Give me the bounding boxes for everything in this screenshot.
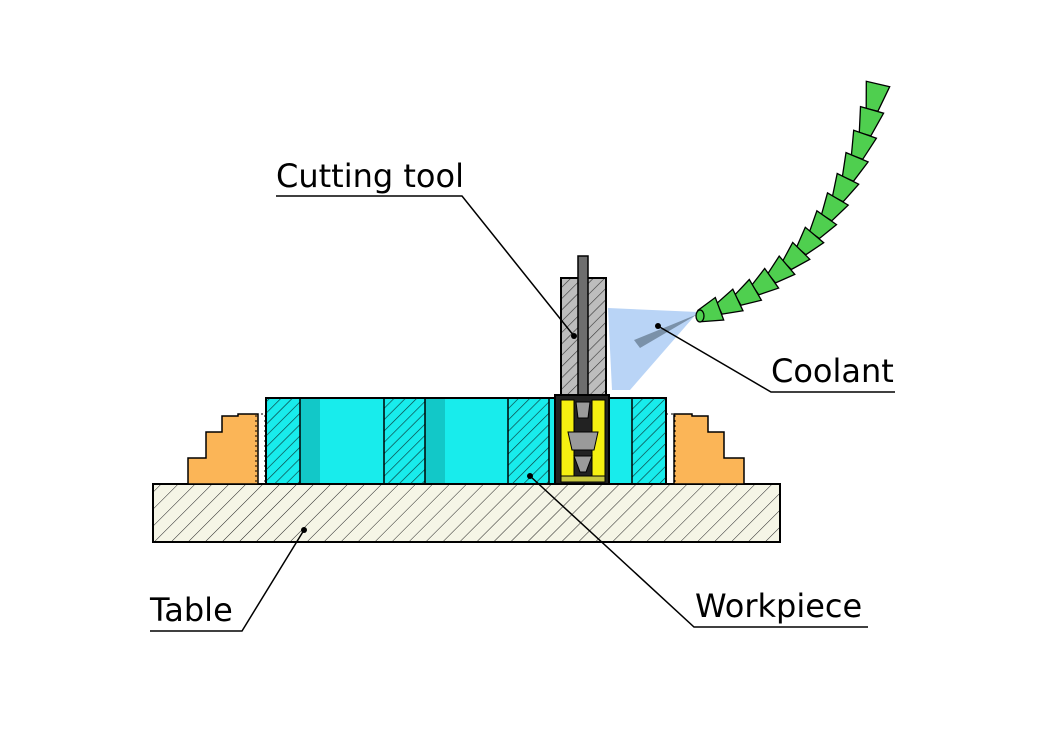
cutting-tool-label: Cutting tool [276, 157, 464, 195]
tool-bit-head [575, 401, 591, 419]
coolant-leader [657, 325, 895, 393]
hose-nozzle-tip [695, 309, 705, 323]
workpiece-label: Workpiece [695, 587, 863, 625]
tool-bit-body [567, 431, 599, 451]
coolant-cone [608, 308, 698, 390]
hose-segment [865, 80, 891, 112]
workpiece [265, 397, 667, 485]
cutting-tool-leader-dot [571, 333, 577, 339]
hose-segment [858, 105, 885, 137]
coolant-label: Coolant [771, 352, 894, 390]
right-clamp-body [673, 413, 745, 485]
table [152, 483, 781, 543]
table-leader [150, 529, 305, 632]
table-label: Table [150, 591, 233, 629]
workpiece-bore-shadow-2 [425, 399, 445, 483]
left-clamp-body [187, 413, 259, 485]
cutting-tool-leader [276, 195, 575, 337]
right-clamp [665, 413, 745, 485]
cutting-tool [554, 255, 610, 485]
workpiece-section-2 [383, 397, 426, 485]
workpiece-section-4 [631, 397, 667, 485]
workpiece-bore-shadow-1 [300, 399, 320, 483]
workpiece-leader-dot [527, 473, 533, 479]
table-leader-dot [301, 527, 307, 533]
left-clamp [187, 413, 266, 485]
workpiece-section-3 [507, 397, 550, 485]
tool-base [560, 475, 606, 483]
tool-shank [577, 255, 589, 397]
coolant-leader-dot [655, 323, 661, 329]
tool-bit-tip [573, 455, 593, 473]
coolant-spray [608, 308, 698, 390]
workpiece-leader [529, 475, 868, 628]
hose-segment [850, 129, 878, 161]
table-hatch [152, 483, 781, 543]
workpiece-section-1 [265, 397, 301, 485]
coolant-hose [695, 80, 891, 323]
leader-lines [150, 195, 895, 632]
